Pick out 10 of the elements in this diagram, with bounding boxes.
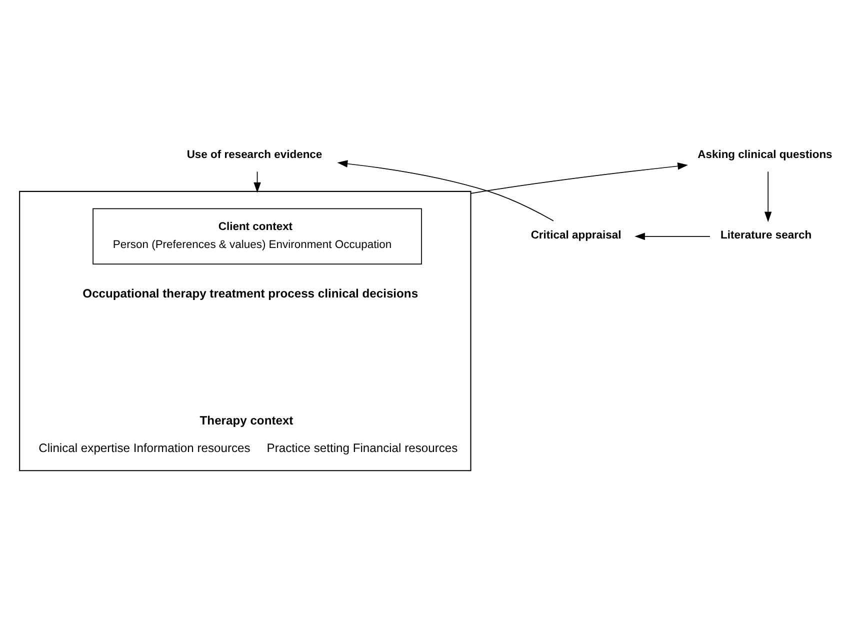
arrow bbox=[337, 160, 554, 222]
node-box: Client context Person (Preferences & values) Environment Occupation bbox=[92, 208, 422, 264]
node-text: Asking clinical questions bbox=[698, 149, 832, 162]
node-text: Use of research evidence bbox=[186, 149, 322, 162]
node-text: Literature search bbox=[720, 229, 812, 242]
arrow bbox=[470, 162, 688, 194]
arrow bbox=[254, 171, 261, 193]
arrow bbox=[764, 171, 772, 222]
node-text: Critical appraisal bbox=[530, 229, 622, 242]
arrow bbox=[634, 232, 710, 240]
